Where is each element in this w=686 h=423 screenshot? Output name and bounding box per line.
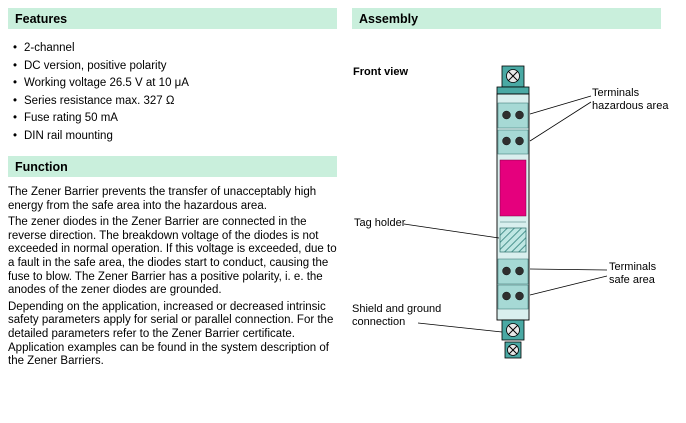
top-mounting-screw xyxy=(501,65,525,88)
type-label-area xyxy=(499,159,527,217)
function-text: The Zener Barrier prevents the transfer … xyxy=(8,186,337,369)
tag-holder-strip xyxy=(499,227,527,253)
left-column: Features 2-channel DC version, positive … xyxy=(8,8,337,372)
feature-item: Fuse rating 50 mA xyxy=(11,110,337,128)
feature-item: 2-channel xyxy=(11,40,337,58)
device-body xyxy=(496,65,530,359)
callout-tag-holder: Tag holder xyxy=(354,217,406,229)
feature-item: Working voltage 26.5 V at 10 μA xyxy=(11,75,337,93)
leader-line xyxy=(529,95,592,115)
features-title: Features xyxy=(15,12,68,26)
leader-line xyxy=(529,275,608,296)
feature-item: DIN rail mounting xyxy=(11,128,337,146)
right-column: Assembly Front view xyxy=(352,8,686,420)
leader-lines xyxy=(403,95,608,333)
housing xyxy=(496,93,530,321)
function-header: Function xyxy=(8,156,337,177)
callout-terminals-hazardous-area: Terminals hazardous area xyxy=(592,87,669,112)
ground-screw xyxy=(504,341,522,359)
function-paragraph: Depending on the application, increased … xyxy=(8,300,334,368)
assembly-header: Assembly xyxy=(352,8,661,29)
feature-item: Series resistance max. 327 Ω xyxy=(11,93,337,111)
features-list: 2-channel DC version, positive polarity … xyxy=(11,40,337,145)
hazardous-area-terminals xyxy=(497,102,529,155)
assembly-title: Assembly xyxy=(359,12,419,26)
callout-shield-ground-connection: Shield and ground connection xyxy=(352,303,442,328)
function-paragraph: The Zener Barrier prevents the transfer … xyxy=(8,186,317,212)
leader-line xyxy=(529,268,608,271)
features-header: Features xyxy=(8,8,337,29)
top-flange xyxy=(496,86,530,95)
leader-line xyxy=(529,101,592,142)
bottom-mounting-screw xyxy=(501,319,525,341)
safe-area-terminals xyxy=(497,258,529,310)
callout-terminals-safe-area: Terminals safe area xyxy=(609,261,657,286)
function-paragraph: The zener diodes in the Zener Barrier ar… xyxy=(8,216,337,297)
feature-item: DC version, positive polarity xyxy=(11,58,337,76)
front-view-label: Front view xyxy=(353,66,409,78)
function-title: Function xyxy=(15,160,68,174)
